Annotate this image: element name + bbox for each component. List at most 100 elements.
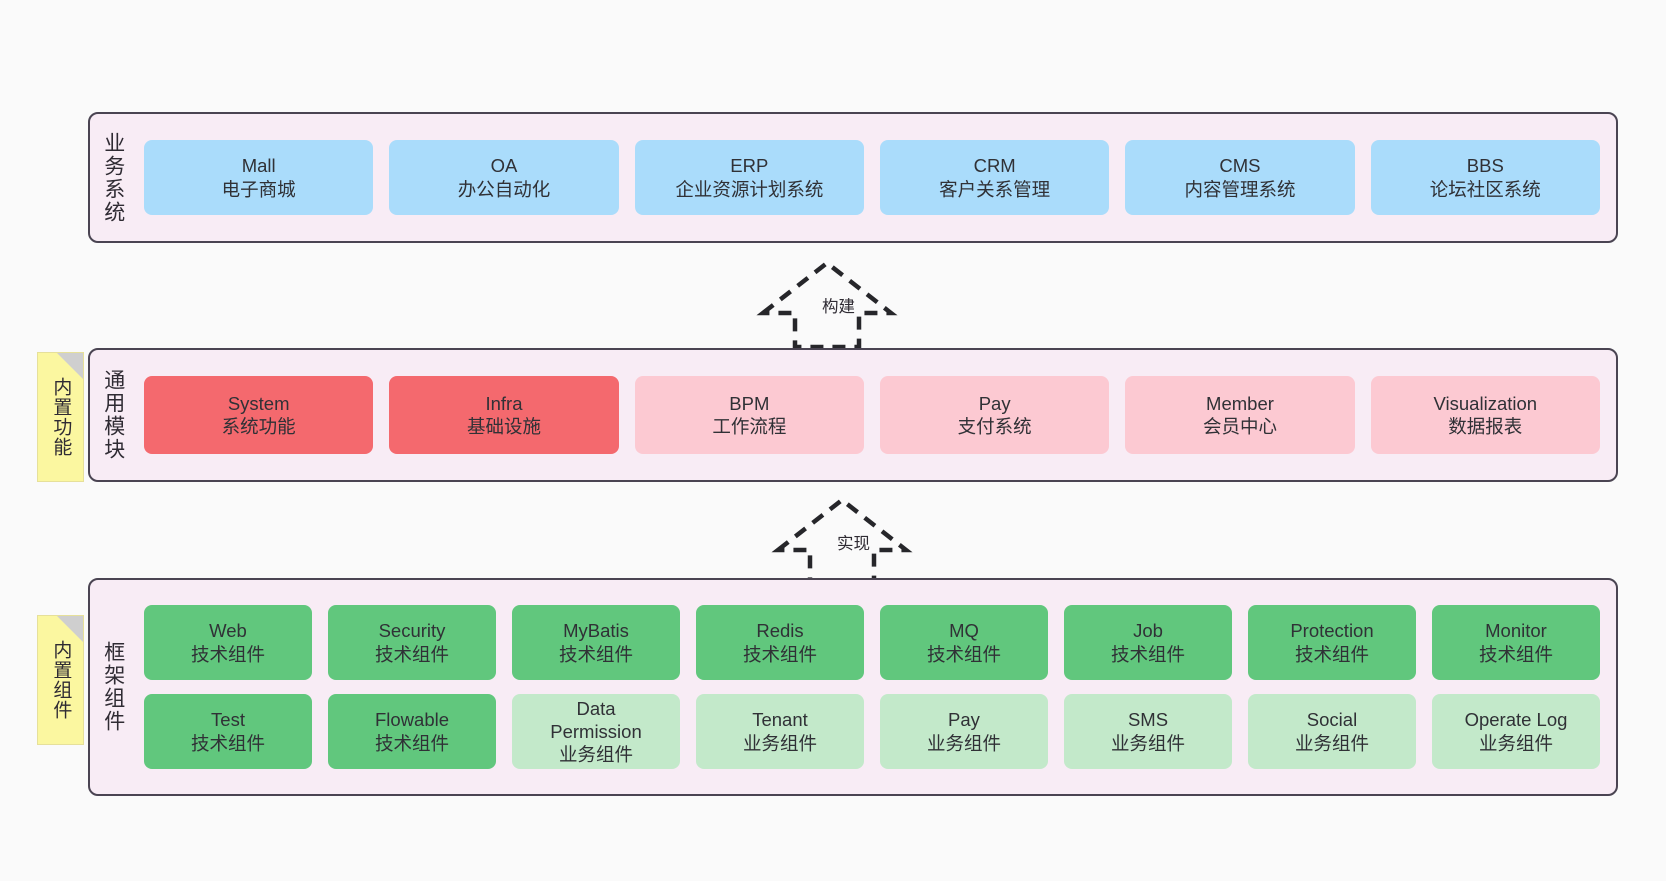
node-test-name: Test <box>211 709 245 731</box>
connector-build: 构建 <box>750 255 930 350</box>
node-infra-desc: 基础设施 <box>466 416 541 437</box>
frame-row-tech: Web 技术组件 Security 技术组件 MyBatis 技术组件 Redi… <box>144 605 1600 680</box>
node-protection-name: Protection <box>1290 620 1374 642</box>
layer-frame-body: Web 技术组件 Security 技术组件 MyBatis 技术组件 Redi… <box>136 580 1616 794</box>
node-tenant-desc: 业务组件 <box>742 732 817 754</box>
sticky-note-builtin-functions-label: 内置功能 <box>50 377 72 457</box>
node-crm-desc: 客户关系管理 <box>939 178 1051 200</box>
node-pay-module-desc: 支付系统 <box>957 416 1032 437</box>
node-oa[interactable]: OA 办公自动化 <box>389 140 619 215</box>
node-data-permission[interactable]: Data Permission 业务组件 <box>512 694 680 769</box>
sticky-note-builtin-components-label: 内置组件 <box>50 640 72 720</box>
sticky-note-builtin-functions: 内置功能 <box>37 352 84 482</box>
node-bpm-desc: 工作流程 <box>712 416 787 437</box>
layer-framework-components: 框架组件 Web 技术组件 Security 技术组件 MyBatis 技术组件… <box>88 578 1618 796</box>
node-flowable-desc: 技术组件 <box>374 732 449 754</box>
node-bpm[interactable]: BPM 工作流程 <box>634 376 864 454</box>
node-cms-name: CMS <box>1219 155 1261 177</box>
implement-arrow-shape <box>771 497 913 587</box>
node-security[interactable]: Security 技术组件 <box>328 605 496 680</box>
node-visualization[interactable]: Visualization 数据报表 <box>1370 376 1600 454</box>
node-system[interactable]: System 系统功能 <box>144 376 374 454</box>
node-mybatis-name: MyBatis <box>563 620 629 642</box>
node-monitor[interactable]: Monitor 技术组件 <box>1432 605 1600 680</box>
connector-implement-label: 实现 <box>837 535 870 553</box>
module-row: System 系统功能 Infra 基础设施 BPM 工作流程 Pay 支付系统… <box>144 376 1600 454</box>
layer-business-body: Mall 电子商城 OA 办公自动化 ERP 企业资源计划系统 CRM 客户关系… <box>136 114 1616 241</box>
node-sms-name: SMS <box>1127 709 1169 731</box>
node-operate-log-name: Operate Log <box>1464 709 1568 731</box>
node-visualization-name: Visualization <box>1433 392 1538 414</box>
node-pay-component-desc: 业务组件 <box>926 732 1001 754</box>
node-protection[interactable]: Protection 技术组件 <box>1248 605 1416 680</box>
node-erp-desc: 企业资源计划系统 <box>675 178 824 200</box>
node-erp[interactable]: ERP 企业资源计划系统 <box>634 140 864 215</box>
node-monitor-desc: 技术组件 <box>1478 643 1553 665</box>
node-mall[interactable]: Mall 电子商城 <box>144 140 374 215</box>
layer-common-modules: 通用模块 System 系统功能 Infra 基础设施 BPM 工作流程 Pay <box>88 348 1618 482</box>
node-web-name: Web <box>209 620 247 642</box>
node-infra[interactable]: Infra 基础设施 <box>389 376 619 454</box>
node-social-desc: 业务组件 <box>1294 732 1369 754</box>
node-infra-name: Infra <box>485 392 523 414</box>
node-tenant-name: Tenant <box>752 709 808 731</box>
node-bbs-desc: 论坛社区系统 <box>1429 178 1541 200</box>
node-pay-module-name: Pay <box>978 392 1011 414</box>
node-sms-desc: 业务组件 <box>1110 732 1185 754</box>
node-data-permission-desc: 业务组件 <box>558 744 633 766</box>
node-redis-desc: 技术组件 <box>742 643 817 665</box>
node-social-name: Social <box>1306 709 1358 731</box>
node-bbs-name: BBS <box>1466 155 1504 177</box>
layer-business-label: 业务系统 <box>101 131 125 224</box>
node-job-name: Job <box>1133 620 1163 642</box>
node-data-permission-name: Data Permission <box>550 697 642 742</box>
node-security-name: Security <box>378 620 446 642</box>
node-security-desc: 技术组件 <box>374 643 449 665</box>
node-member-desc: 会员中心 <box>1202 416 1277 437</box>
node-cms[interactable]: CMS 内容管理系统 <box>1125 140 1355 215</box>
build-arrow-shape <box>756 260 898 350</box>
node-web-desc: 技术组件 <box>190 643 265 665</box>
sticky-fold-corner-icon <box>57 353 83 379</box>
node-protection-desc: 技术组件 <box>1294 643 1369 665</box>
node-system-name: System <box>227 392 290 414</box>
node-bbs[interactable]: BBS 论坛社区系统 <box>1370 140 1600 215</box>
node-flowable[interactable]: Flowable 技术组件 <box>328 694 496 769</box>
node-member[interactable]: Member 会员中心 <box>1125 376 1355 454</box>
node-cms-desc: 内容管理系统 <box>1184 178 1296 200</box>
node-job[interactable]: Job 技术组件 <box>1064 605 1232 680</box>
layer-frame-label: 框架组件 <box>101 641 125 733</box>
node-mq[interactable]: MQ 技术组件 <box>880 605 1048 680</box>
node-mall-name: Mall <box>241 155 276 177</box>
node-tenant[interactable]: Tenant 业务组件 <box>696 694 864 769</box>
layer-module-label: 通用模块 <box>101 369 125 461</box>
node-bpm-name: BPM <box>729 392 770 414</box>
node-system-desc: 系统功能 <box>221 416 296 437</box>
node-mybatis-desc: 技术组件 <box>558 643 633 665</box>
node-test[interactable]: Test 技术组件 <box>144 694 312 769</box>
node-redis-name: Redis <box>756 620 804 642</box>
node-social[interactable]: Social 业务组件 <box>1248 694 1416 769</box>
node-visualization-desc: 数据报表 <box>1448 416 1523 437</box>
node-web[interactable]: Web 技术组件 <box>144 605 312 680</box>
node-pay-module[interactable]: Pay 支付系统 <box>879 376 1110 454</box>
node-oa-desc: 办公自动化 <box>457 178 551 200</box>
node-sms[interactable]: SMS 业务组件 <box>1064 694 1232 769</box>
node-crm[interactable]: CRM 客户关系管理 <box>879 140 1110 215</box>
node-flowable-name: Flowable <box>374 709 450 731</box>
node-pay-component-name: Pay <box>948 709 980 731</box>
sticky-fold-corner-icon <box>57 616 83 642</box>
node-test-desc: 技术组件 <box>190 732 265 754</box>
node-oa-name: OA <box>490 155 518 177</box>
node-redis[interactable]: Redis 技术组件 <box>696 605 864 680</box>
frame-row-biz: Test 技术组件 Flowable 技术组件 Data Permission … <box>144 694 1600 769</box>
node-mq-name: MQ <box>949 620 979 642</box>
node-crm-name: CRM <box>973 155 1016 177</box>
sticky-note-builtin-components: 内置组件 <box>37 615 84 745</box>
node-mall-desc: 电子商城 <box>221 178 296 200</box>
node-pay-component[interactable]: Pay 业务组件 <box>880 694 1048 769</box>
node-operate-log[interactable]: Operate Log 业务组件 <box>1432 694 1600 769</box>
node-mybatis[interactable]: MyBatis 技术组件 <box>512 605 680 680</box>
node-operate-log-desc: 业务组件 <box>1478 732 1553 754</box>
